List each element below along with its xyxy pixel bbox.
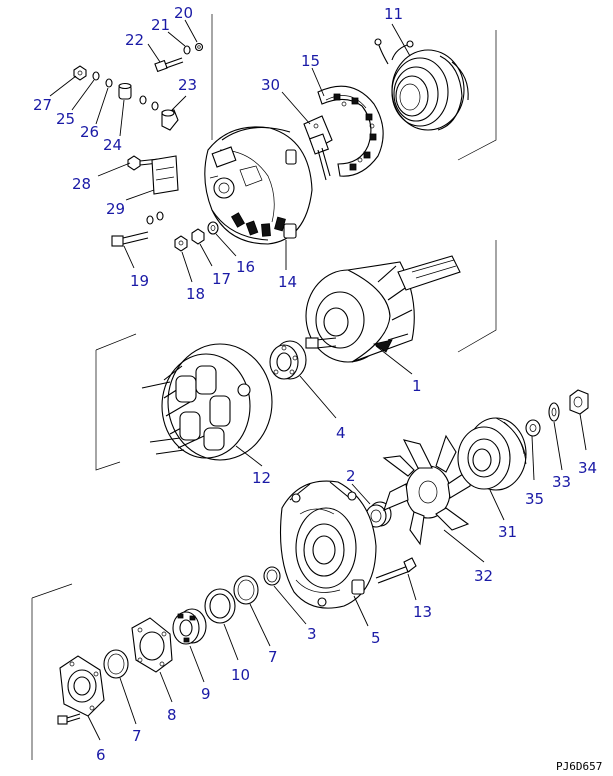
leader-lines: [49, 19, 587, 741]
part-7-spacer-ring-lower: [103, 649, 129, 679]
callout-7-lower: 7: [132, 727, 142, 745]
callout-15: 15: [301, 52, 320, 70]
part-4-bearing: [269, 340, 307, 380]
callout-32: 32: [474, 567, 493, 585]
callout-18: 18: [186, 285, 205, 303]
callout-28: 28: [72, 175, 91, 193]
part-5-front-housing: [280, 480, 377, 609]
callout-27: 27: [33, 96, 52, 114]
part-16-washer: [207, 221, 219, 235]
callout-31: 31: [498, 523, 517, 541]
part-24-bushing: [118, 82, 132, 100]
part-15-rectifier: [317, 85, 384, 177]
part-33-lock-washer: [548, 402, 560, 422]
callout-23: 23: [178, 76, 197, 94]
part-12-stator: [141, 343, 273, 461]
callout-1: 1: [412, 377, 422, 395]
callout-29: 29: [106, 200, 125, 218]
part-34-nut: [569, 389, 589, 415]
callout-8: 8: [167, 706, 177, 724]
callout-3: 3: [307, 625, 317, 643]
callout-24: 24: [103, 136, 122, 154]
callout-12: 12: [252, 469, 271, 487]
callout-11: 11: [384, 5, 403, 23]
callout-25: 25: [56, 110, 75, 128]
part-3-retainer: [263, 566, 281, 586]
callout-6: 6: [96, 746, 106, 764]
part-32-fan: [382, 434, 473, 546]
rear-hardware-group: [73, 42, 219, 252]
part-6-cover: [59, 655, 105, 717]
drawing-code: PJ6D657: [556, 760, 602, 772]
part-14-rear-housing: [204, 126, 313, 245]
callout-20: 20: [174, 4, 193, 22]
part-35-washer: [525, 419, 541, 437]
callout-17: 17: [212, 270, 231, 288]
part-23-insulator: [161, 109, 179, 131]
callout-35: 35: [525, 490, 544, 508]
part-10-ring: [204, 588, 236, 624]
callout-16: 16: [236, 258, 255, 276]
callout-10: 10: [231, 666, 250, 684]
part-6-screw: [57, 713, 81, 725]
callout-9: 9: [201, 685, 211, 703]
part-26-washer: [105, 78, 113, 88]
assembly-bracket-lines: [31, 14, 497, 760]
part-29-plate: [151, 155, 179, 195]
part-8-bearing-plate: [131, 617, 173, 673]
callout-4: 4: [336, 424, 346, 442]
callout-26: 26: [80, 123, 99, 141]
part-1-rotor: [305, 255, 461, 363]
callout-14: 14: [278, 273, 297, 291]
callout-22: 22: [125, 31, 144, 49]
part-27-nut: [73, 65, 87, 81]
callout-33: 33: [552, 473, 571, 491]
callout-30: 30: [261, 76, 280, 94]
callout-7-upper: 7: [268, 648, 278, 666]
callout-13: 13: [413, 603, 432, 621]
part-13-through-bolt: [375, 557, 417, 584]
callout-2: 2: [346, 467, 356, 485]
part-9-front-bearing: [172, 608, 207, 645]
part-21-washer: [183, 45, 191, 55]
part-30-brush-holder: [303, 115, 333, 181]
part-22-bolt: [154, 57, 184, 73]
callout-19: 19: [130, 272, 149, 290]
part-7-spacer-ring-upper: [233, 575, 259, 605]
part-20-nut: [194, 42, 204, 52]
callout-21: 21: [151, 16, 170, 34]
part-25-washer: [92, 71, 100, 81]
callout-labels: 20 21 22 23 27 25 26 24 28 29 19 18 17 1…: [33, 4, 597, 764]
callout-5: 5: [371, 629, 381, 647]
callout-34: 34: [578, 459, 597, 477]
part-31-pulley: [457, 417, 527, 491]
part-19-bolt: [111, 231, 149, 247]
part-18-nut: [174, 235, 188, 252]
part-17-washer: [191, 228, 205, 245]
part-11-field-coil: [374, 38, 469, 131]
